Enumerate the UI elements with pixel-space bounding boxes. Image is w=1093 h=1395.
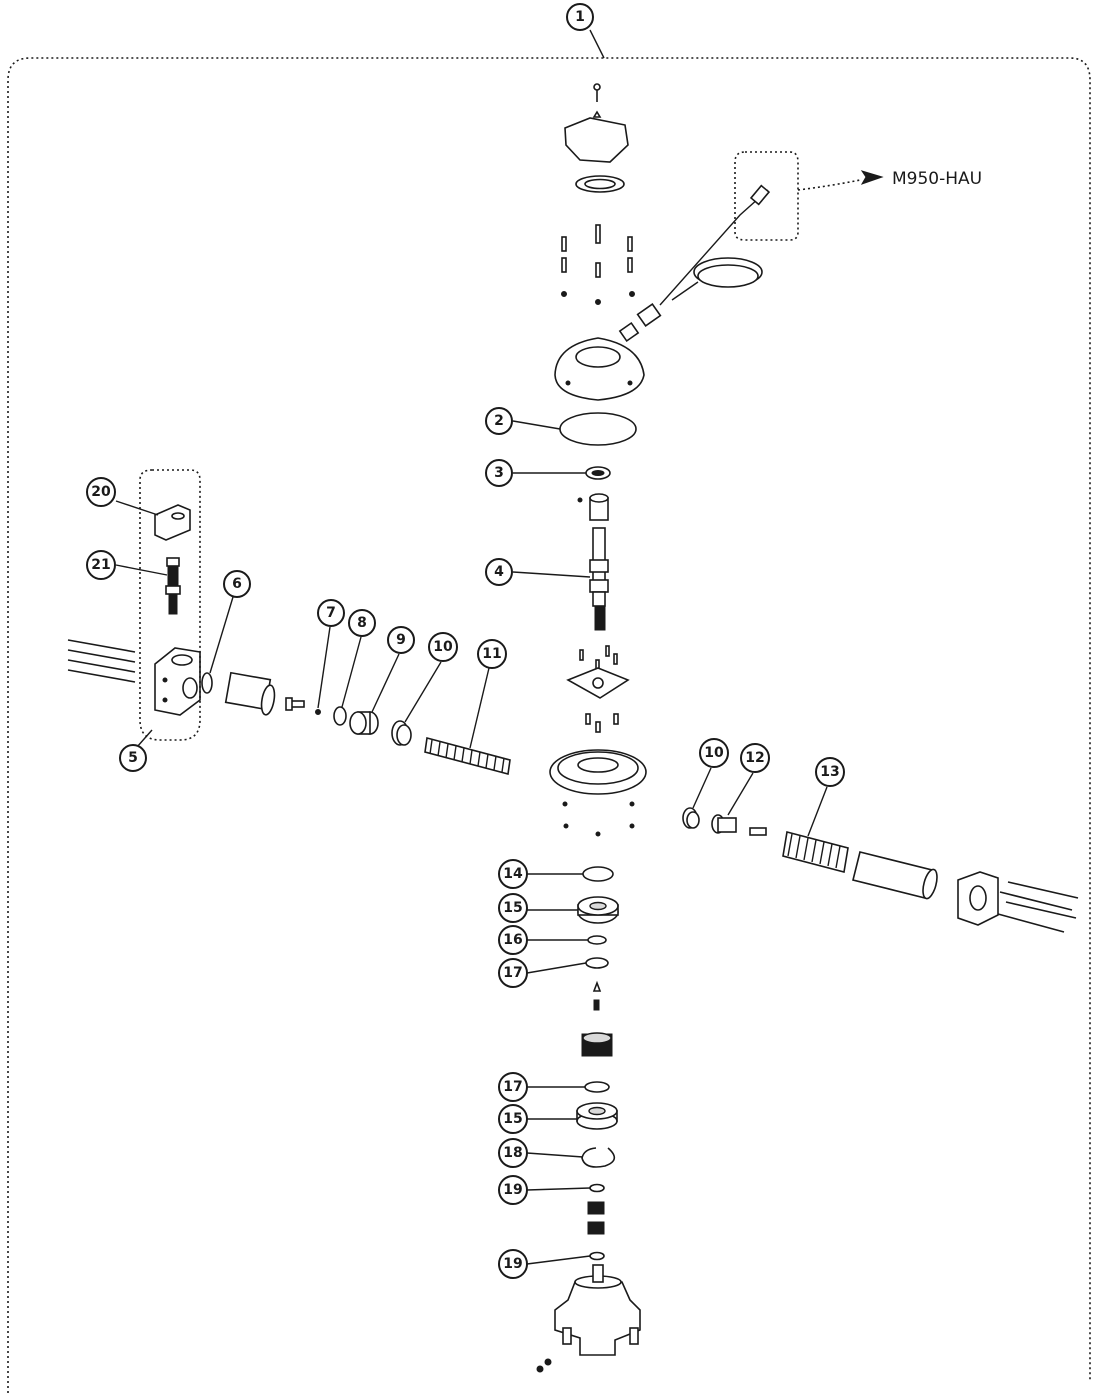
plunger-12 (711, 814, 737, 834)
svg-text:5: 5 (128, 750, 138, 766)
svg-text:12: 12 (745, 750, 764, 766)
cartridge-21 (165, 557, 181, 615)
callout-10-left: 10 (428, 632, 458, 662)
callout-20: 20 (86, 477, 116, 507)
callout-5: 5 (119, 744, 147, 772)
svg-text:17: 17 (503, 1079, 522, 1095)
svg-text:19: 19 (503, 1182, 522, 1198)
svg-text:16: 16 (503, 932, 522, 948)
left-long-bolts (67, 639, 136, 683)
svg-text:15: 15 (503, 900, 522, 916)
callout-16: 16 (498, 925, 528, 955)
callout-21: 21 (86, 550, 116, 580)
spring-11 (424, 736, 511, 776)
callout-19-lower: 19 (498, 1249, 528, 1279)
callout-6: 6 (223, 570, 251, 598)
callout-19-upper: 19 (498, 1175, 528, 1205)
svg-text:18: 18 (503, 1145, 522, 1161)
callout-15-lower: 15 (498, 1104, 528, 1134)
callout-13: 13 (815, 757, 845, 787)
base-housing (536, 1264, 641, 1373)
housing-group (554, 337, 645, 401)
bearing-lower (576, 1102, 618, 1130)
callout-4: 4 (485, 558, 513, 586)
reference-label: M950-HAU (892, 169, 982, 189)
callout-9: 9 (387, 626, 415, 654)
ring-19b (589, 1251, 605, 1261)
leader-lines (115, 29, 828, 1265)
svg-text:19: 19 (503, 1256, 522, 1272)
arrow-head (860, 170, 884, 185)
svg-text:21: 21 (91, 557, 110, 573)
connector-highlight-box (734, 151, 799, 241)
svg-text:8: 8 (357, 615, 367, 631)
left-sleeve (224, 671, 276, 716)
shaft (589, 527, 609, 631)
callout-11: 11 (477, 639, 507, 669)
svg-text:1: 1 (575, 9, 585, 25)
valve-highlight-box (139, 469, 201, 741)
spring-seat-10-right (682, 807, 700, 829)
callout-17-lower: 17 (498, 1072, 528, 1102)
svg-text:3: 3 (494, 465, 504, 481)
square-nuts (587, 1201, 605, 1235)
bushing (577, 493, 609, 521)
callout-2: 2 (485, 407, 513, 435)
cable-connector-group (618, 151, 884, 343)
washer-17a (585, 957, 609, 969)
washer-17b (584, 1081, 610, 1093)
callout-17-upper: 17 (498, 958, 528, 988)
spring-seat-10-left (391, 720, 412, 746)
valve-block (154, 647, 201, 716)
o-ring-6 (201, 672, 213, 694)
gear (581, 1032, 613, 1057)
callout-15-upper: 15 (498, 893, 528, 923)
svg-text:10: 10 (704, 745, 724, 761)
callout-10-right: 10 (699, 738, 729, 768)
pin (592, 980, 602, 992)
callout-12: 12 (740, 743, 770, 773)
ring-16 (587, 935, 607, 945)
right-screw (749, 827, 767, 836)
svg-text:7: 7 (326, 605, 336, 621)
svg-text:9: 9 (396, 632, 406, 648)
top-cap-group (564, 83, 629, 193)
callout-7: 7 (317, 599, 345, 627)
svg-text:15: 15 (503, 1111, 522, 1127)
svg-text:17: 17 (503, 965, 522, 981)
circlip (581, 1147, 616, 1168)
callout-14: 14 (498, 859, 528, 889)
ring-8 (333, 706, 347, 726)
svg-text:2: 2 (494, 413, 504, 429)
end-cap (957, 871, 999, 926)
svg-text:10: 10 (433, 639, 453, 655)
bearing-upper (577, 896, 619, 924)
svg-text:11: 11 (482, 646, 501, 662)
svg-text:4: 4 (494, 564, 504, 580)
callout-1: 1 (566, 3, 594, 31)
ball-7 (315, 709, 321, 715)
star-plate-group (566, 645, 630, 733)
svg-text:20: 20 (91, 484, 111, 500)
o-ring-14 (582, 866, 614, 882)
screws-group (561, 224, 635, 305)
assembly-boundary (7, 57, 1091, 1393)
bushing-9 (349, 711, 379, 735)
svg-text:13: 13 (820, 764, 839, 780)
coil-20 (154, 504, 191, 541)
callout-3: 3 (485, 459, 513, 487)
spring-13 (782, 831, 849, 873)
right-sleeve (852, 851, 938, 900)
left-screw (285, 697, 305, 711)
main-disk (549, 749, 647, 837)
callout-18: 18 (498, 1138, 528, 1168)
callout-8: 8 (348, 609, 376, 637)
right-long-bolts (997, 881, 1079, 933)
ring-19a (589, 1183, 605, 1193)
o-ring-large (559, 412, 637, 446)
svg-text:14: 14 (503, 866, 523, 882)
svg-text:6: 6 (232, 576, 242, 592)
